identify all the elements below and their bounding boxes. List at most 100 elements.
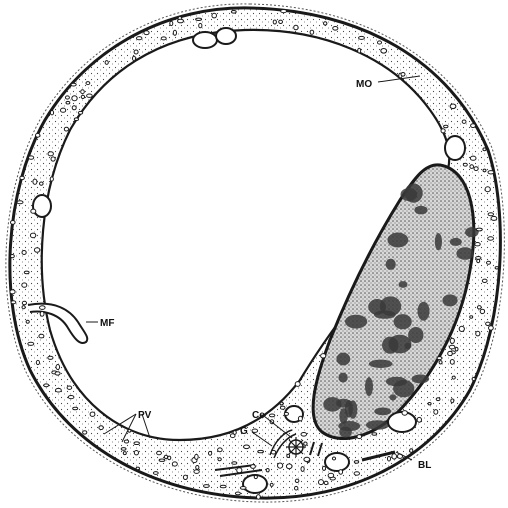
vesicle [74, 118, 78, 121]
vesicle [462, 120, 466, 123]
label-pv: PV [138, 410, 152, 421]
vesicle [381, 49, 387, 54]
chromatin-clump [404, 343, 411, 350]
vesicle [20, 176, 25, 179]
vesicle [90, 412, 95, 416]
vesicle [48, 152, 53, 156]
vesicle [196, 18, 202, 20]
vesicle [159, 459, 165, 461]
vesicle [172, 462, 177, 466]
vesicle [33, 179, 37, 184]
chromatin-clump [366, 420, 389, 429]
vesicle [486, 322, 490, 325]
vesicle [72, 96, 77, 101]
vesicle [470, 156, 476, 160]
vesicle [476, 331, 480, 336]
vesicle [235, 492, 240, 495]
vesicle [388, 456, 391, 461]
vesicle [480, 309, 484, 313]
vesicle [209, 451, 212, 455]
vesicle [324, 22, 327, 25]
vesicle [470, 165, 474, 169]
vesicle [449, 345, 455, 349]
vesicle [56, 388, 62, 392]
vesicle [28, 342, 34, 345]
vesicle [66, 101, 70, 104]
vesicle [231, 11, 236, 14]
vesicle [11, 301, 16, 304]
vesicle [218, 448, 223, 452]
chromatin-clump [336, 353, 350, 366]
vesicle [78, 111, 82, 114]
mitochondrion [388, 412, 416, 432]
vesicle [31, 209, 36, 213]
vesicle [56, 365, 60, 370]
chromatin-clump [338, 373, 347, 383]
label-bl: BL [418, 460, 431, 471]
vesicle [472, 377, 475, 380]
vesicle [295, 382, 300, 387]
vesicle [153, 472, 158, 475]
vesicle [50, 111, 53, 115]
mitochondrion [325, 453, 349, 471]
vesicle [319, 480, 324, 485]
vesicle [471, 124, 476, 128]
vesicle [161, 37, 166, 40]
vesicle [220, 485, 226, 488]
chromatin-clump [414, 206, 427, 215]
vesicle [477, 259, 480, 262]
vesicle [183, 475, 187, 479]
vesicle [333, 27, 338, 31]
vesicle [40, 312, 44, 317]
vesicle [71, 83, 76, 86]
vesicle [495, 267, 498, 269]
vesicle [196, 466, 199, 470]
mitochondrion [445, 136, 465, 160]
vesicle [83, 431, 87, 434]
vesicle [463, 163, 467, 166]
chromatin-clump [456, 247, 473, 260]
vesicle [39, 334, 44, 338]
vesicle [284, 412, 288, 415]
vesicle [61, 108, 66, 112]
vesicle [304, 442, 307, 445]
vesicle [81, 90, 85, 94]
vesicle [451, 399, 454, 403]
vesicle [133, 56, 136, 61]
chromatin-clump [345, 315, 367, 329]
vesicle [124, 440, 128, 443]
vesicle [51, 157, 55, 161]
vesicle [218, 458, 221, 461]
vesicle [477, 306, 481, 309]
chromatin-clump [374, 408, 391, 416]
vesicle [11, 255, 15, 258]
vesicle [29, 156, 34, 159]
mitochondrion [33, 195, 51, 217]
vesicle [254, 475, 257, 478]
label-mf: MF [100, 318, 114, 329]
vesicle [178, 19, 184, 23]
vesicle [359, 36, 365, 39]
vesicle [339, 470, 343, 475]
vesicle [436, 398, 440, 401]
vesicle [280, 406, 285, 409]
vesicle [410, 449, 413, 453]
chromatin-clump [450, 238, 462, 246]
vesicle [475, 243, 480, 246]
vesicle [72, 106, 76, 110]
vesicle [22, 283, 27, 287]
vesicle [99, 426, 103, 430]
vesicle [270, 483, 273, 486]
vesicle [121, 448, 126, 451]
vesicle [323, 466, 326, 470]
vesicle [123, 452, 126, 455]
chromatin-clump [442, 294, 457, 306]
chromatin-clump [386, 259, 396, 270]
vesicle [298, 416, 302, 421]
vesicle [474, 167, 478, 171]
vesicle [295, 486, 298, 490]
vesicle [86, 82, 90, 85]
vesicle [40, 182, 44, 185]
vesicle [455, 347, 458, 351]
